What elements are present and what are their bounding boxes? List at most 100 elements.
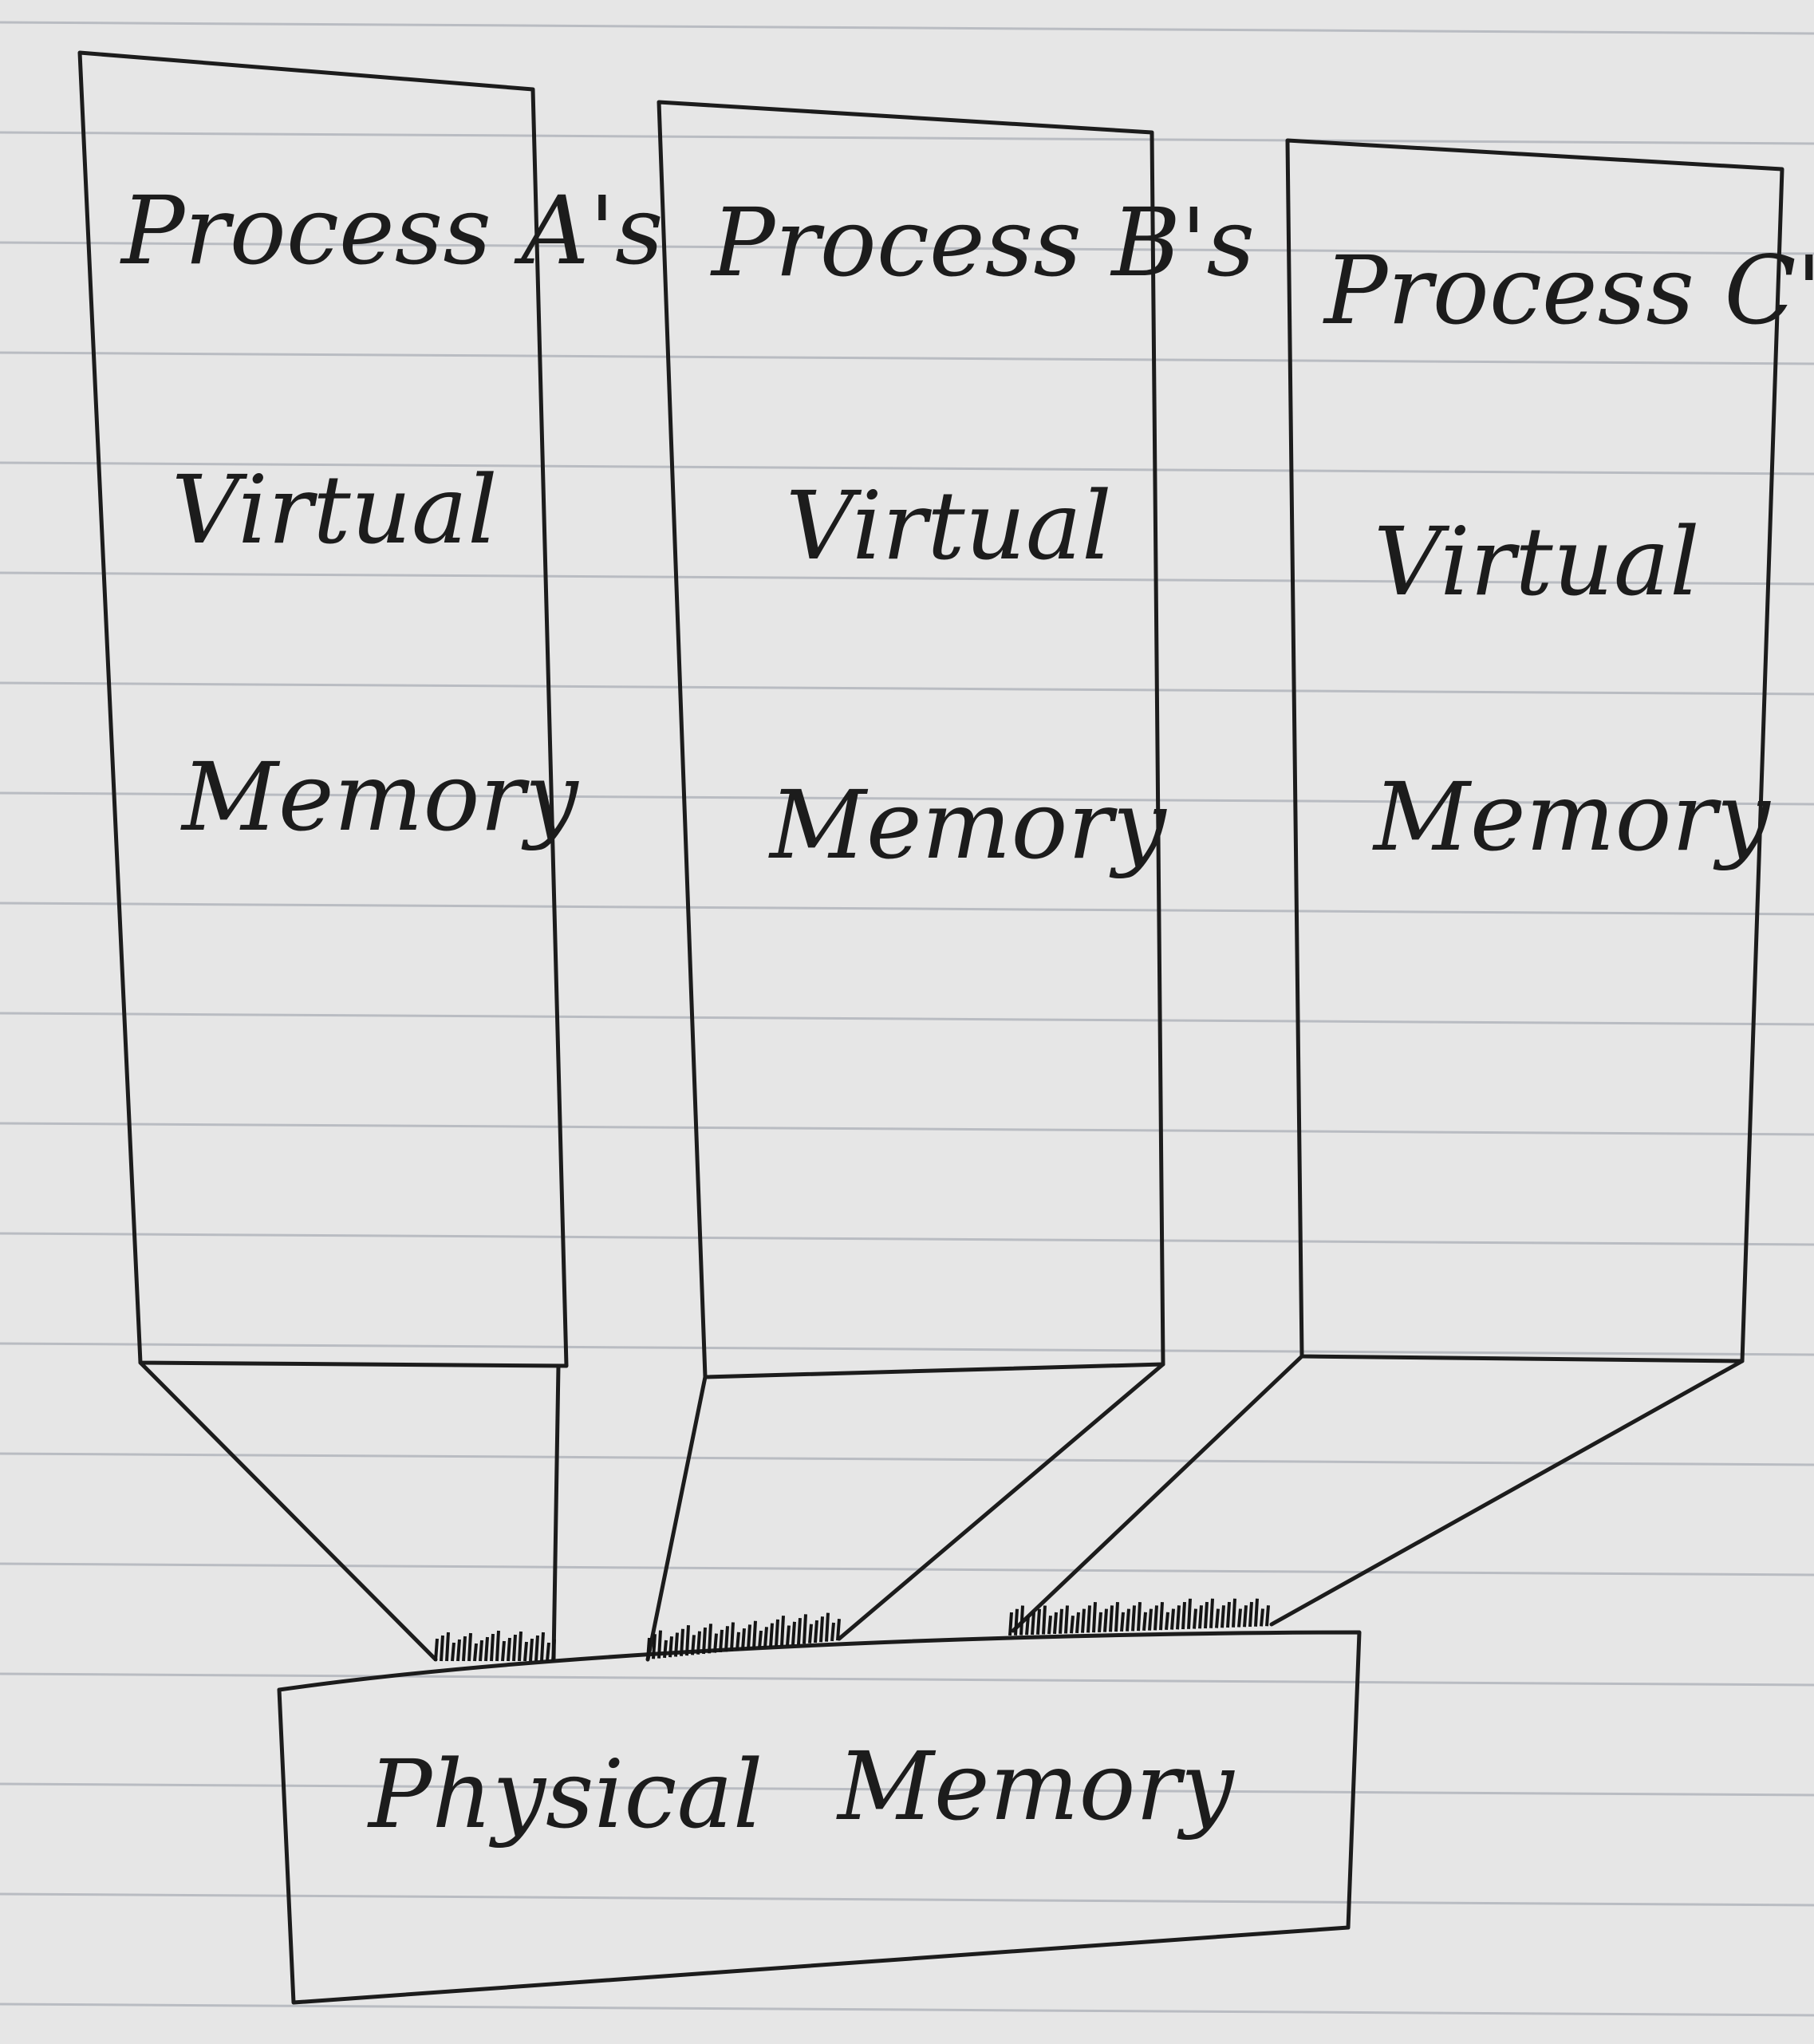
hatch-mark	[769, 1623, 774, 1647]
hatch-mark	[518, 1631, 523, 1662]
hatch-mark	[1176, 1605, 1181, 1630]
hatch-mark	[685, 1624, 690, 1656]
ruled-line	[0, 1892, 1814, 1907]
hatch-mark	[825, 1612, 830, 1642]
ruled-line	[0, 571, 1814, 586]
hatch-mark	[819, 1616, 824, 1643]
ruled-line	[0, 902, 1814, 916]
hatch-mark	[529, 1638, 534, 1662]
hatch-mark	[1014, 1608, 1019, 1636]
ruled-line	[0, 1782, 1814, 1797]
hatch-mark	[747, 1624, 751, 1650]
hatch-mark	[1120, 1612, 1125, 1632]
ruled-line	[0, 1342, 1814, 1356]
process-b-virtual-label: Virtual	[786, 471, 1112, 581]
hatch-mark	[456, 1639, 461, 1662]
hatch-mark	[830, 1622, 835, 1642]
ruled-line	[0, 131, 1814, 145]
hatch-mark	[741, 1628, 746, 1651]
hatch-mark	[1159, 1601, 1164, 1631]
hatch-mark	[797, 1617, 802, 1645]
hatch-mark	[490, 1633, 495, 1662]
process-a-box-outline	[77, 50, 569, 1368]
hatch-mark	[763, 1627, 768, 1648]
mapping-line-a-right	[551, 1363, 561, 1662]
hatch-mark	[1031, 1612, 1035, 1636]
hatch-mark	[1109, 1605, 1114, 1632]
hatch-mark	[462, 1636, 467, 1662]
hatch-mark	[540, 1632, 545, 1662]
hatch-mark	[680, 1628, 684, 1656]
hatch-mark	[657, 1630, 662, 1659]
hatch-mark	[1153, 1605, 1158, 1631]
hatch-mark	[473, 1643, 478, 1662]
hatch-mark	[534, 1635, 539, 1662]
hatch-mark	[1092, 1602, 1097, 1633]
hatch-mark	[802, 1614, 807, 1644]
physical-memory-box: Physical Memory	[277, 1630, 1362, 2005]
hatch-mark	[1209, 1598, 1214, 1628]
process-a-virtual-label: Virtual	[172, 455, 498, 565]
hatch-mark	[1070, 1616, 1075, 1634]
ruled-line	[0, 241, 1814, 255]
ruled-line	[0, 351, 1814, 365]
process-c-virtual-memory-box: Process C's Virtual Memory	[1285, 138, 1814, 1363]
ruled-line	[0, 791, 1814, 806]
hatch-mark	[775, 1619, 779, 1647]
hatch-mark	[1075, 1612, 1080, 1634]
hatch-mark	[507, 1637, 511, 1662]
mapping-line-a-left	[138, 1360, 438, 1662]
hatch-mark	[479, 1640, 483, 1662]
hatch-mark	[1025, 1616, 1030, 1636]
hatch-mark	[730, 1622, 735, 1651]
ruled-line	[0, 1012, 1814, 1026]
mapped-region-a	[434, 1630, 556, 1662]
hatch-mark	[1086, 1605, 1091, 1633]
hatch-mark	[663, 1640, 668, 1659]
hatch-mark	[780, 1616, 785, 1647]
mapped-regions	[434, 1598, 1270, 1662]
process-c-memory-label: Memory	[1372, 762, 1771, 872]
hatch-mark	[674, 1632, 679, 1657]
hatch-mark	[1137, 1601, 1142, 1632]
ruled-line	[0, 1562, 1814, 1576]
hatch-mark	[1265, 1605, 1270, 1627]
hatch-mark	[1042, 1605, 1047, 1635]
hatch-mark	[551, 1639, 556, 1662]
hatch-mark	[646, 1637, 651, 1660]
hatch-mark	[495, 1630, 500, 1662]
hatch-mark	[786, 1625, 791, 1646]
hatch-mark	[451, 1642, 455, 1662]
ruled-line	[0, 1122, 1814, 1136]
process-b-memory-label: Memory	[768, 770, 1167, 880]
hatch-mark	[791, 1621, 796, 1645]
hatch-mark	[1237, 1608, 1242, 1628]
mapping-line-b-right	[837, 1362, 1165, 1641]
process-a-virtual-memory-box: Process A's Virtual Memory	[77, 50, 664, 1368]
hatch-mark	[1243, 1605, 1248, 1628]
hatch-mark	[523, 1641, 528, 1662]
hatch-mark	[1181, 1601, 1186, 1630]
ruled-lines	[0, 21, 1814, 2017]
hatch-mark	[546, 1642, 550, 1662]
hatch-mark	[1204, 1601, 1209, 1629]
hatch-mark	[1019, 1605, 1024, 1636]
hatch-mark	[1064, 1605, 1069, 1634]
hatch-mark	[1081, 1608, 1086, 1633]
hatch-mark	[1114, 1602, 1119, 1632]
hatch-mark	[1036, 1608, 1041, 1635]
hatch-mark	[1131, 1605, 1136, 1632]
process-b-virtual-memory-box: Process B's Virtual Memory	[657, 100, 1255, 1379]
hatch-mark	[652, 1634, 657, 1659]
hatch-mark	[1215, 1608, 1220, 1628]
physical-label: Physical	[367, 1739, 763, 1849]
hatch-mark	[512, 1634, 517, 1662]
hatch-mark	[445, 1632, 450, 1662]
hatch-mark	[702, 1627, 707, 1655]
hatch-mark	[1187, 1598, 1192, 1629]
hatch-mark	[1248, 1601, 1253, 1628]
hatch-mark	[1126, 1608, 1130, 1632]
process-a-memory-label: Memory	[180, 742, 579, 852]
process-c-virtual-label: Virtual	[1374, 507, 1700, 617]
